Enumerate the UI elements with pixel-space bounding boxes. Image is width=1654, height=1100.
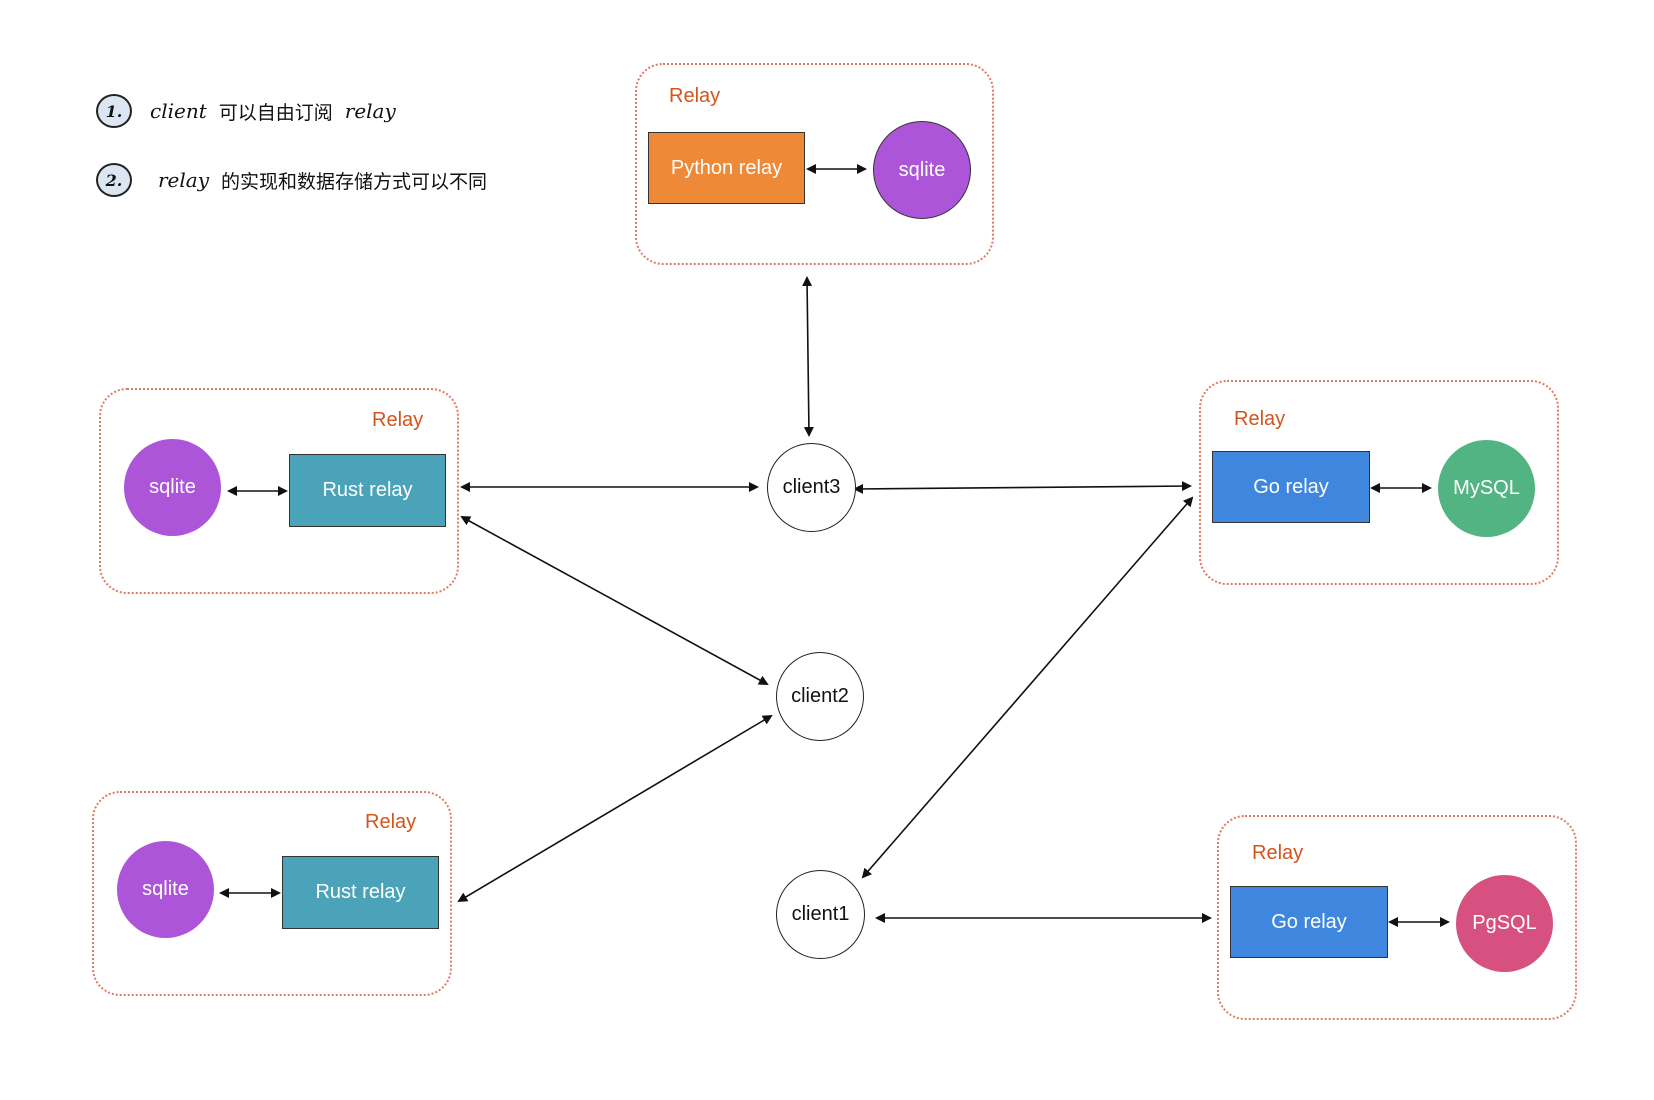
arrow-go-mysql-client1 bbox=[861, 496, 1194, 879]
note-1-code2: relay bbox=[344, 99, 396, 123]
rust-top-sqlite-node: sqlite bbox=[124, 439, 221, 536]
relay-group-rust-top bbox=[99, 388, 459, 594]
client3-node: client3 bbox=[767, 443, 856, 532]
rust-bottom-sqlite-node: sqlite bbox=[117, 841, 214, 938]
relay-group-label-python: Relay bbox=[669, 85, 721, 107]
relay-group-go-mysql bbox=[1199, 380, 1559, 585]
arrow-client2-rust-bottom bbox=[457, 714, 773, 903]
note-number-badge-2: 2. bbox=[96, 163, 132, 197]
go-mysql-relay-node: Go relay bbox=[1212, 451, 1370, 523]
mysql-node: MySQL bbox=[1438, 440, 1535, 537]
rust-bottom-relay-node: Rust relay bbox=[282, 856, 439, 929]
rust-top-relay-node: Rust relay bbox=[289, 454, 446, 527]
client1-node: client1 bbox=[776, 870, 865, 959]
relay-group-label-go-pgsql: Relay bbox=[1252, 842, 1304, 864]
python-sqlite-node: sqlite bbox=[873, 121, 971, 219]
pgsql-node: PgSQL bbox=[1456, 875, 1553, 972]
arrow-rust-top-client2 bbox=[460, 516, 769, 685]
note-2-text: 的实现和数据存储方式可以不同 bbox=[221, 170, 488, 193]
note-number-badge-1: 1. bbox=[96, 94, 132, 128]
relay-group-rust-bottom bbox=[92, 791, 452, 996]
relay-group-go-pgsql bbox=[1217, 815, 1577, 1020]
note-1: 1. client 可以自由订阅 relay bbox=[96, 94, 396, 128]
arrow-client3-go-mysql bbox=[853, 481, 1192, 494]
note-2: 2. relay 的实现和数据存储方式可以不同 bbox=[96, 163, 487, 197]
relay-group-label-rust-bottom: Relay bbox=[365, 811, 417, 833]
note-2-code: relay bbox=[158, 168, 210, 192]
python-relay-node: Python relay bbox=[648, 132, 805, 204]
arrow-python-group-client3 bbox=[802, 276, 814, 437]
client2-node: client2 bbox=[776, 652, 864, 741]
arrows bbox=[219, 164, 1450, 927]
note-1-code: client bbox=[150, 99, 207, 123]
relay-group-label-rust-top: Relay bbox=[372, 409, 424, 431]
note-1-text: 可以自由订阅 bbox=[218, 101, 333, 124]
go-pgsql-relay-node: Go relay bbox=[1230, 886, 1388, 958]
relay-group-python bbox=[635, 63, 994, 265]
relay-group-label-go-mysql: Relay bbox=[1234, 408, 1286, 430]
